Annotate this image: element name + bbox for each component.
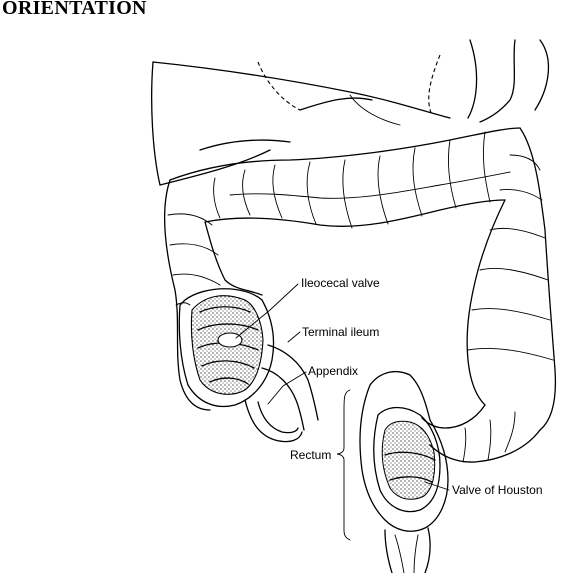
ileocecal-valve-pointer <box>235 283 299 339</box>
upper-organs-outline <box>151 39 550 186</box>
page-heading: ORIENTATION <box>2 0 147 19</box>
rectum-bracket <box>336 389 351 541</box>
appendix-pointer <box>267 371 307 405</box>
valve-of-houston-pointer <box>424 481 450 491</box>
ascending-colon <box>163 179 263 411</box>
label-appendix: Appendix <box>308 364 358 378</box>
label-terminal-ileum: Terminal ileum <box>302 325 379 339</box>
transverse-colon <box>169 127 521 229</box>
label-valve-of-houston: Valve of Houston <box>452 483 543 497</box>
label-ileocecal-valve: Ileocecal valve <box>301 276 380 290</box>
rectum-section <box>359 371 449 573</box>
ileum-and-appendix <box>244 344 319 443</box>
descending-colon <box>466 127 557 431</box>
leader-lines <box>235 283 450 541</box>
label-rectum: Rectum <box>290 448 331 462</box>
terminal-ileum-pointer <box>287 331 301 343</box>
cecum-section <box>178 288 275 408</box>
